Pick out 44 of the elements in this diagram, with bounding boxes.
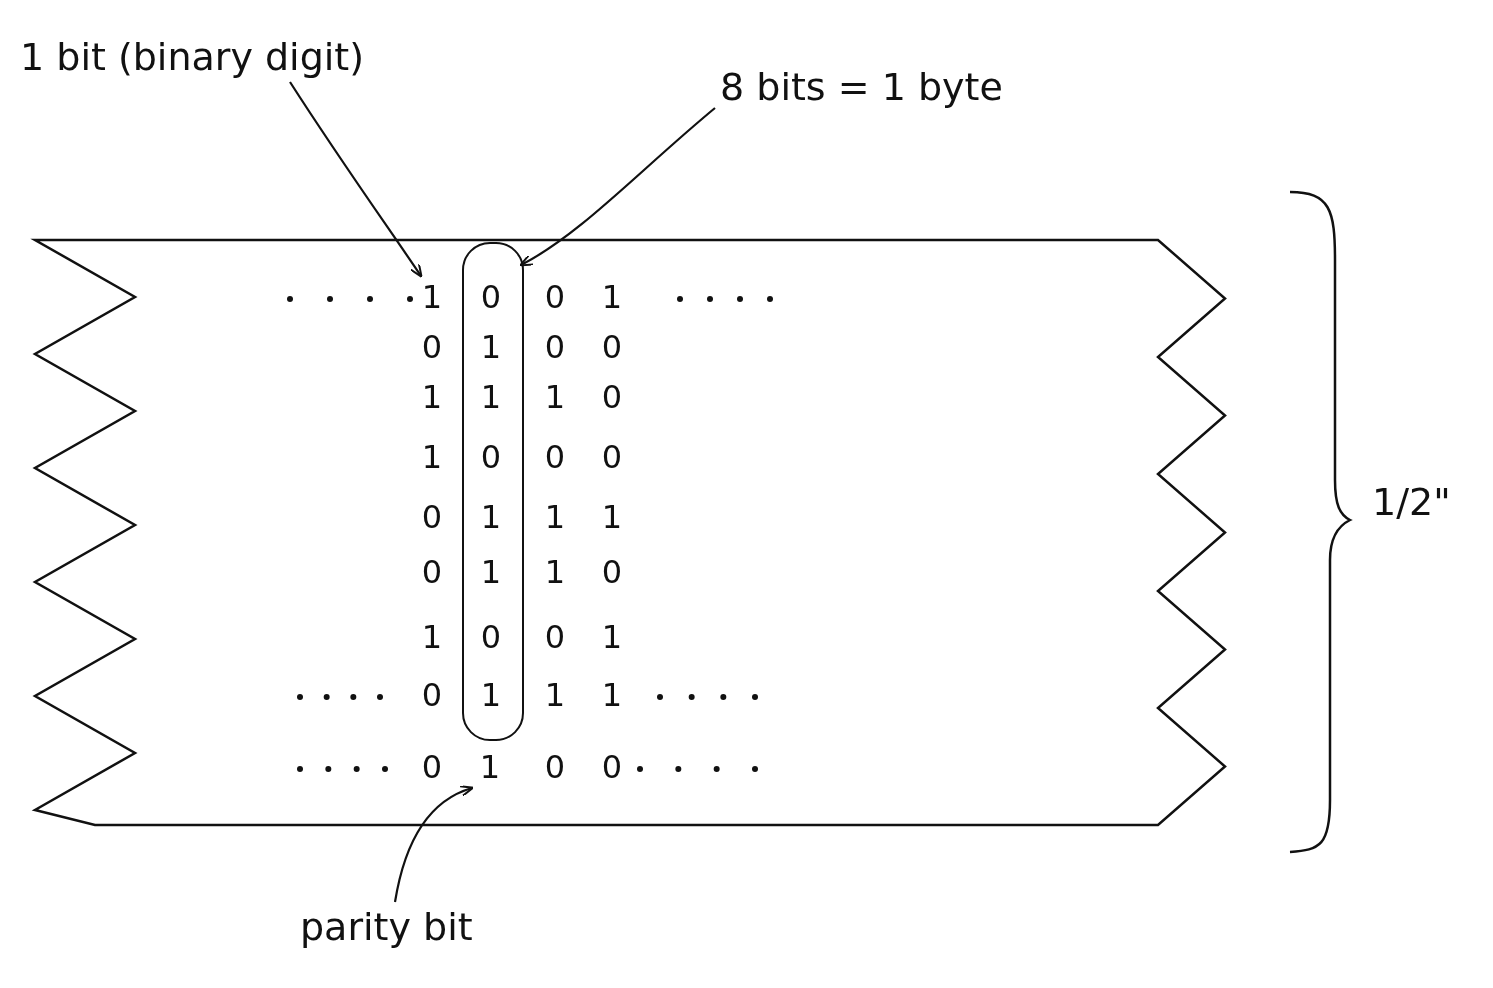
bit-digit: 1 bbox=[479, 375, 503, 419]
bit-digit: 0 bbox=[543, 437, 567, 478]
bit-digit: 0 bbox=[420, 327, 444, 368]
bit-digit: 0 bbox=[600, 747, 624, 788]
bit-digit: 1 bbox=[600, 497, 624, 538]
bit-digit: 0 bbox=[420, 497, 444, 538]
byte-outline bbox=[462, 242, 524, 741]
bit-digit: 0 bbox=[479, 275, 503, 319]
bit-digit: 1 bbox=[420, 437, 444, 478]
bit-digit: 0 bbox=[479, 435, 503, 479]
bit-digit: 0 bbox=[420, 675, 444, 716]
callout-text: 8 bits = 1 byte bbox=[720, 65, 1003, 109]
bit-digit: 1 bbox=[600, 277, 624, 318]
bit-digit: 0 bbox=[543, 277, 567, 318]
bit-digit: 1 bbox=[543, 377, 567, 418]
bit-digit: 1 bbox=[420, 377, 444, 418]
bit-digit: 1 bbox=[479, 673, 503, 717]
bit-digit: 0 bbox=[543, 327, 567, 368]
bit-digit: 1 bbox=[479, 325, 503, 369]
bit-digit: 1 bbox=[479, 550, 503, 594]
arrow bbox=[393, 785, 474, 903]
bit-digit: 0 bbox=[479, 615, 503, 659]
callout-text: 1 bit (binary digit) bbox=[20, 35, 365, 79]
bit-digit: 0 bbox=[543, 617, 567, 658]
bit-digit: 0 bbox=[600, 327, 624, 368]
bit-digit: 1 bbox=[600, 617, 624, 658]
bit-digit: 0 bbox=[600, 552, 624, 593]
bit-digit: 1 bbox=[420, 275, 444, 319]
bit-digit: 0 bbox=[420, 747, 444, 788]
bit-digit: 0 bbox=[420, 552, 444, 593]
bit-digit: 1 bbox=[478, 745, 502, 789]
callout-text: parity bit bbox=[300, 905, 473, 949]
arrow bbox=[289, 81, 423, 278]
bit-digit: 0 bbox=[600, 437, 624, 478]
bit-digit: 0 bbox=[600, 377, 624, 418]
arrow bbox=[519, 107, 716, 267]
bit-digit: 1 bbox=[543, 552, 567, 593]
bit-digit: 1 bbox=[600, 675, 624, 716]
bit-digit: 1 bbox=[543, 675, 567, 716]
bit-digit: 1 bbox=[543, 497, 567, 538]
dimension-label: 1/2" bbox=[1372, 480, 1451, 524]
bit-digit: 1 bbox=[479, 495, 503, 539]
bit-digit: 0 bbox=[543, 747, 567, 788]
bit-digit: 1 bbox=[420, 617, 444, 658]
